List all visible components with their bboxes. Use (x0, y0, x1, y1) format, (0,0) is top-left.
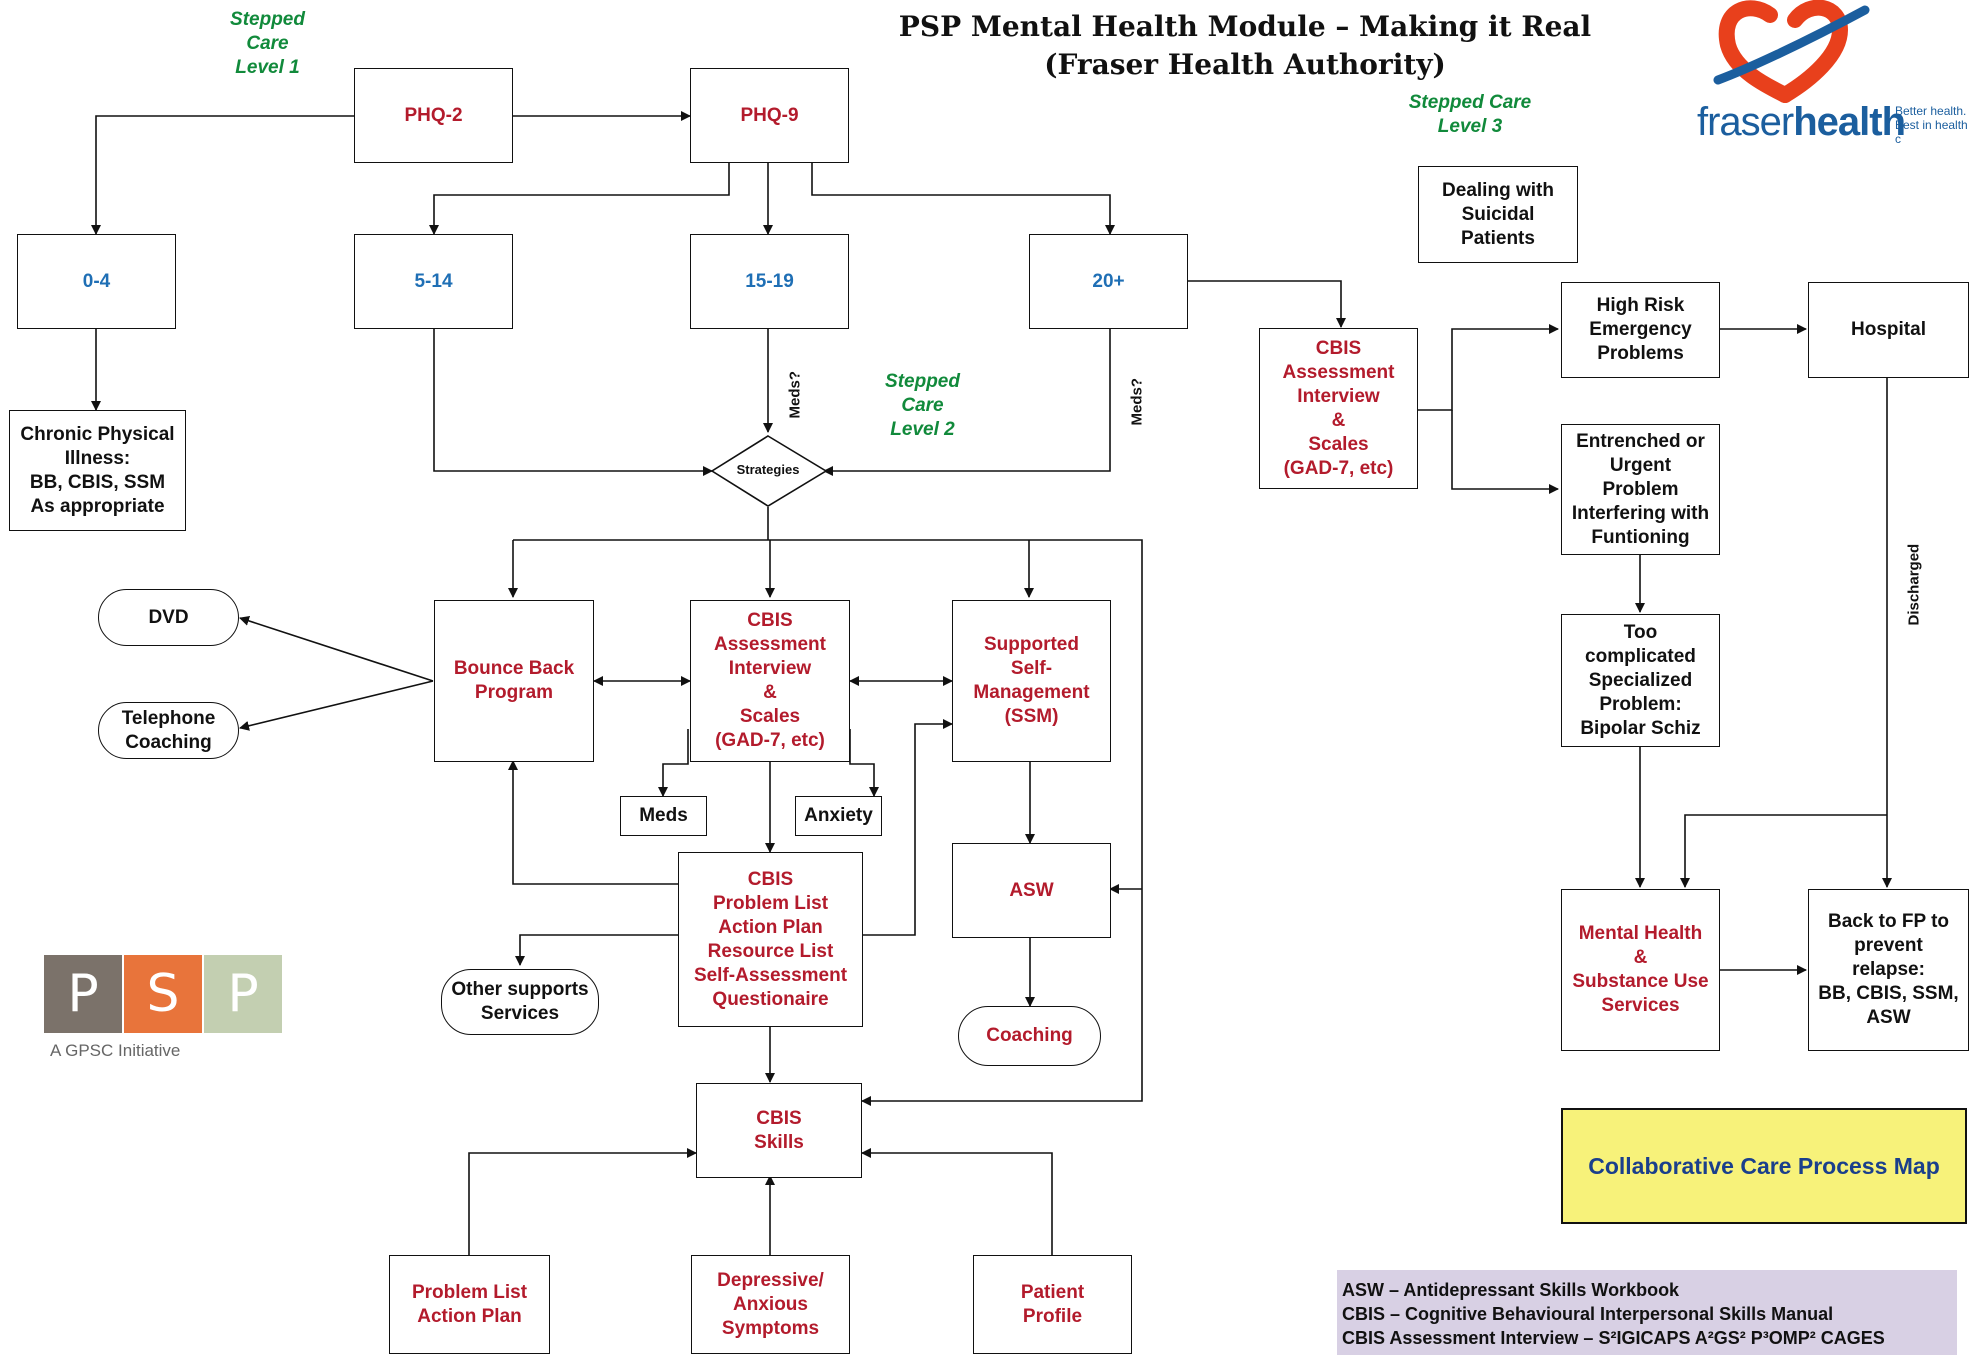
anxiety-node: Anxiety (795, 796, 882, 836)
telephone-coaching-node: Telephone Coaching (98, 702, 239, 759)
too-complicated-node: Too complicated Specialized Problem: Bip… (1561, 614, 1720, 747)
stepped-care-level-3-label: Stepped Care Level 3 (1408, 92, 1532, 137)
high-risk-node: High Risk Emergency Problems (1561, 282, 1720, 378)
score-0-4-node: 0-4 (17, 234, 176, 329)
abbreviation-legend (1337, 1270, 1957, 1355)
fraser-health-tagline: Better health. Best in health c (1895, 104, 1968, 146)
strategies-decision: Strategies (736, 462, 800, 477)
psp-logo-letter-p1: P (44, 955, 122, 1033)
chronic-illness-node: Chronic Physical Illness: BB, CBIS, SSM … (9, 410, 186, 531)
coaching-node: Coaching (958, 1006, 1101, 1066)
stepped-care-level-2-label: Stepped Care Level 2 (885, 371, 960, 440)
patient-profile-node: Patient Profile (973, 1255, 1132, 1354)
score-15-19-node: 15-19 (690, 234, 849, 329)
phq9-node: PHQ-9 (690, 68, 849, 163)
meds-question-label-left: Meds? (786, 370, 804, 419)
score-5-14-node: 5-14 (354, 234, 513, 329)
legend-line-asw: ASW – Antidepressant Skills Workbook (1342, 1280, 1680, 1300)
ssm-node: Supported Self- Management (SSM) (952, 600, 1111, 762)
fraser-health-wordmark: fraserhealth (1697, 100, 1906, 145)
hospital-node: Hospital (1808, 282, 1969, 378)
stepped-care-level-1-label: Stepped Care Level 1 (230, 9, 305, 78)
back-to-fp-node: Back to FP to prevent relapse: BB, CBIS,… (1808, 889, 1969, 1051)
psp-logo-caption: A GPSC Initiative (50, 1041, 181, 1060)
cbis-assessment-right-node: CBIS Assessment Interview & Scales (GAD-… (1259, 328, 1418, 489)
discharged-label: Discharged (1905, 543, 1923, 626)
dvd-node: DVD (98, 589, 239, 646)
phq2-node: PHQ-2 (354, 68, 513, 163)
cbis-assessment-center-node: CBIS Assessment Interview & Scales (GAD-… (690, 600, 850, 762)
score-20-plus-node: 20+ (1029, 234, 1188, 329)
diagram-title: PSP Mental Health Module – Making it Rea… (898, 10, 1592, 81)
cbis-skills-node: CBIS Skills (696, 1083, 862, 1178)
fraser-health-heart-icon (1713, 0, 1870, 103)
cbis-problem-list-node: CBIS Problem List Action Plan Resource L… (678, 852, 863, 1027)
bounce-back-program-node: Bounce Back Program (434, 600, 594, 762)
process-map-label: Collaborative Care Process Map (1561, 1108, 1967, 1224)
asw-node: ASW (952, 843, 1111, 938)
legend-line-cbis: CBIS – Cognitive Behavioural Interperson… (1342, 1304, 1834, 1324)
psp-logo-letter-p2: P (204, 955, 282, 1033)
fraser-health-word-light: fraser (1697, 100, 1794, 144)
fraser-health-word-bold: health (1793, 100, 1906, 144)
other-supports-node: Other supports Services (441, 969, 599, 1035)
meds-node: Meds (620, 796, 707, 836)
meds-question-label-right: Meds? (1128, 377, 1146, 426)
suicidal-patients-node: Dealing with Suicidal Patients (1418, 166, 1578, 263)
entrenched-problem-node: Entrenched or Urgent Problem Interfering… (1561, 424, 1720, 555)
problem-list-action-plan-node: Problem List Action Plan (389, 1255, 550, 1354)
depressive-anxious-symptoms-node: Depressive/ Anxious Symptoms (691, 1255, 850, 1354)
psp-logo-letter-s: S (124, 955, 202, 1033)
mental-health-services-node: Mental Health & Substance Use Services (1561, 889, 1720, 1051)
legend-line-cbis-assessment: CBIS Assessment Interview – S²IGICAPS A²… (1342, 1328, 1885, 1348)
